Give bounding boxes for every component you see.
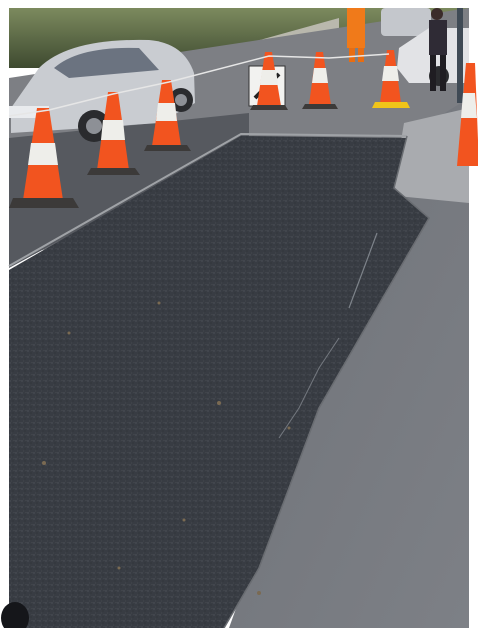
cone-1: [9, 108, 79, 208]
worker-dark-clothes: [429, 8, 447, 91]
asphalt-patch: [9, 136, 429, 628]
cone-7: [457, 63, 478, 166]
patch-edge: [8, 132, 408, 267]
far-car: [381, 8, 431, 36]
cone-2: [87, 92, 140, 175]
cone-3: [144, 80, 191, 151]
shadow-object: [1, 602, 29, 628]
cone-5: [302, 52, 338, 109]
worker-hi-vis: [347, 8, 365, 62]
pole: [457, 8, 463, 103]
cone-6: [372, 50, 410, 108]
wet-road-surface: [9, 113, 249, 268]
curb: [394, 108, 469, 203]
chalk-mark: [278, 337, 340, 439]
barrier-tape: [8, 53, 390, 117]
asphalt-debris: [42, 301, 291, 595]
cone-4: [250, 52, 288, 110]
